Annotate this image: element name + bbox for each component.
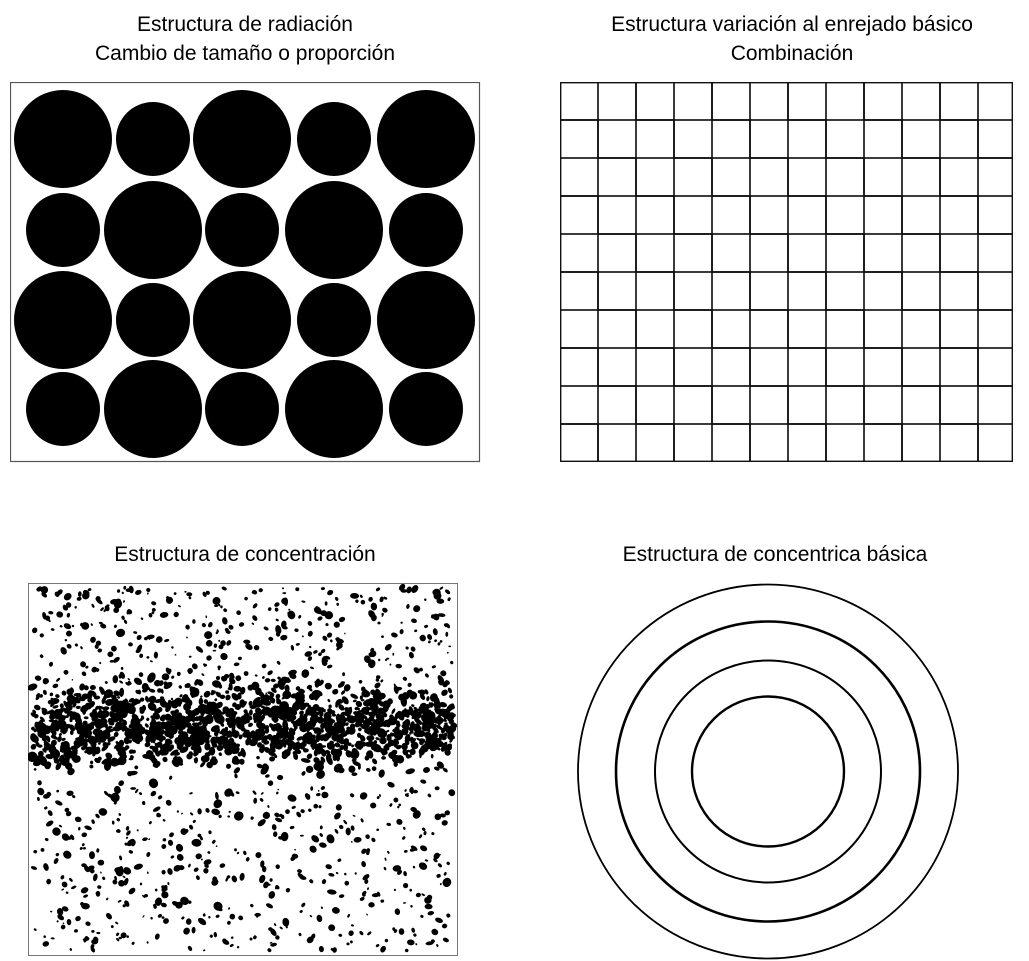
vertical-brick [940, 82, 978, 120]
horizontal-brick [560, 462, 636, 464]
speck [260, 694, 264, 700]
speck [254, 913, 261, 917]
vertical-brick [902, 462, 940, 464]
vertical-brick [560, 424, 598, 464]
vertical-brick [864, 82, 902, 120]
horizontal-brick [560, 120, 598, 158]
horizontal-brick [712, 462, 788, 464]
large-circle [104, 360, 202, 458]
large-circle [104, 181, 202, 279]
vertical-brick [978, 462, 1015, 464]
speck [225, 690, 229, 694]
panel-title-lattice: Estructura variación al enrejado básico … [555, 10, 1029, 68]
horizontal-brick [864, 462, 940, 464]
vertical-brick [598, 462, 636, 464]
small-circle [116, 283, 190, 357]
vertical-brick [788, 424, 826, 464]
vertical-brick [864, 424, 902, 464]
title-line-1: Estructura de concentración [25, 540, 465, 569]
small-circle [205, 372, 279, 446]
small-circle [297, 102, 371, 176]
vertical-brick [750, 462, 788, 464]
speck [209, 747, 215, 756]
speck [431, 754, 434, 758]
speck [130, 787, 136, 790]
vertical-brick [712, 424, 750, 464]
ring-third [655, 661, 881, 883]
ring-inner [692, 697, 844, 847]
title-line-2: Combinación [555, 39, 1029, 68]
large-circle [14, 90, 112, 188]
small-circle [297, 283, 371, 357]
vertical-brick [826, 462, 864, 464]
ring-second [616, 622, 920, 922]
horizontal-brick [636, 462, 712, 464]
large-circle [285, 360, 383, 458]
large-circle [285, 181, 383, 279]
horizontal-brick [788, 462, 864, 464]
title-line-1: Estructura de concentrica básica [545, 540, 1005, 569]
panel-title-concentration: Estructura de concentración [25, 540, 465, 569]
vertical-brick [788, 82, 826, 120]
radiation-size-variation-figure [10, 82, 482, 464]
horizontal-brick [978, 272, 1015, 310]
horizontal-brick [978, 424, 1015, 462]
concentration-figure [28, 583, 460, 958]
horizontal-brick [560, 348, 598, 386]
title-line-1: Estructura variación al enrejado básico [555, 10, 1029, 39]
speck [366, 735, 374, 741]
title-line-1: Estructura de radiación [10, 10, 480, 39]
vertical-brick [636, 424, 674, 464]
brick-weave [560, 82, 1015, 464]
small-circle [389, 372, 463, 446]
vertical-brick [636, 82, 674, 120]
horizontal-brick [560, 424, 598, 462]
large-circle [14, 271, 112, 369]
speck [392, 653, 394, 656]
speck [413, 790, 418, 794]
ring-outer [578, 585, 958, 959]
speck [53, 726, 60, 729]
speck [162, 702, 169, 708]
horizontal-brick [978, 348, 1015, 386]
large-circle [377, 90, 475, 188]
panel-title-radiation: Estructura de radiación Cambio de tamaño… [10, 10, 480, 68]
horizontal-brick [560, 272, 598, 310]
title-line-2: Cambio de tamaño o proporción [10, 39, 480, 68]
small-circle [389, 193, 463, 267]
large-circle [377, 271, 475, 369]
large-circle [193, 90, 291, 188]
vertical-brick [560, 82, 598, 120]
concentric-rings [578, 585, 958, 959]
small-circle [26, 372, 100, 446]
small-circle [26, 193, 100, 267]
horizontal-brick [940, 462, 1015, 464]
horizontal-brick [978, 120, 1015, 158]
small-circle [205, 193, 279, 267]
speck [213, 650, 217, 652]
vertical-brick [674, 462, 712, 464]
vertical-brick [940, 424, 978, 464]
panel-title-concentric: Estructura de concentrica básica [545, 540, 1005, 569]
large-circle [193, 271, 291, 369]
speck [277, 739, 283, 743]
concentric-figure [575, 582, 961, 961]
horizontal-brick [560, 196, 598, 234]
vertical-brick [712, 82, 750, 120]
lattice-combination-figure [560, 82, 1015, 464]
speck [305, 749, 309, 753]
horizontal-brick [978, 196, 1015, 234]
small-circle [116, 102, 190, 176]
